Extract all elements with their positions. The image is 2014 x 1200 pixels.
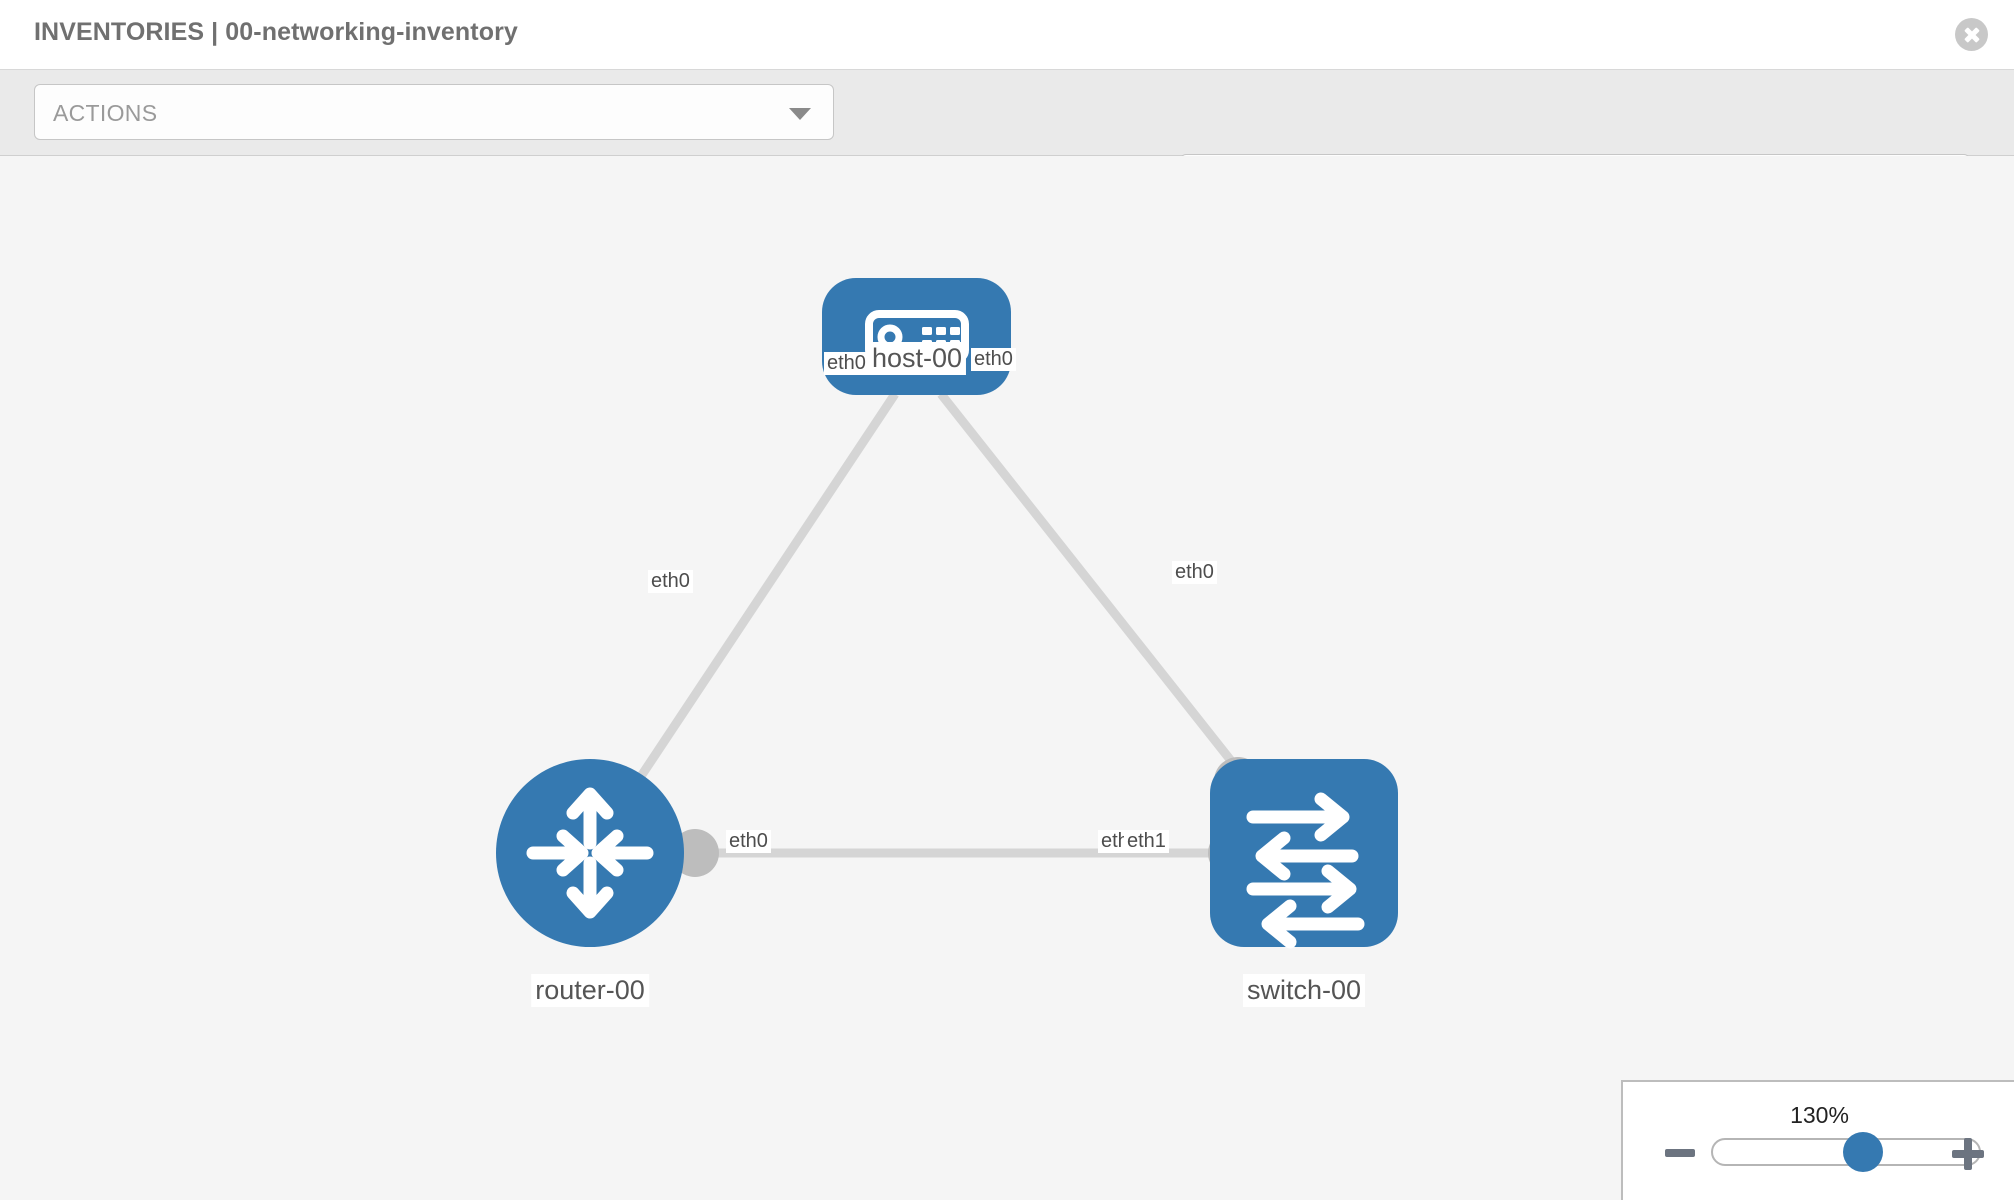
node-switch-00 [1210, 759, 1398, 949]
iface-label-switch00-eth1-left: eth1 [1124, 830, 1169, 853]
node-label-switch-00: switch-00 [1242, 974, 1366, 1007]
iface-label-switch00-eth0-up: eth0 [1172, 561, 1217, 584]
router-icon [526, 787, 654, 919]
node-host-00 [822, 278, 1011, 395]
node-label-host-00: host-00 [867, 342, 967, 375]
close-icon[interactable] [1955, 18, 1988, 51]
minus-icon [1665, 1149, 1695, 1157]
plus-icon [1964, 1138, 1972, 1170]
topology-links [586, 391, 1308, 858]
toolbar: ACTIONS SEARCH [0, 70, 2014, 210]
topology-canvas[interactable]: eth0 eth0 eth0 eth0 eth0 eth0 eth1 host-… [0, 156, 2014, 1200]
zoom-slider-thumb[interactable] [1843, 1132, 1883, 1172]
node-router-00 [496, 759, 684, 947]
zoom-level-label: 130% [1790, 1102, 1849, 1128]
zoom-in-button[interactable] [1952, 1138, 1984, 1170]
zoom-out-button[interactable] [1665, 1138, 1695, 1168]
page-header: INVENTORIES | 00-networking-inventory [0, 0, 2014, 70]
iface-label-host00-eth0-left: eth0 [824, 352, 869, 375]
actions-dropdown-label: ACTIONS [53, 100, 158, 126]
topology-graph [496, 278, 1398, 949]
chevron-down-icon [789, 108, 811, 120]
node-label-router-00: router-00 [531, 974, 649, 1007]
iface-label-host00-eth0-right: eth0 [971, 348, 1016, 371]
actions-dropdown[interactable]: ACTIONS [34, 84, 834, 140]
iface-label-router00-eth0-right: eth0 [726, 830, 771, 853]
page-title: INVENTORIES | 00-networking-inventory [34, 18, 518, 46]
zoom-control-panel: 130% [1621, 1080, 2014, 1200]
switch-icon [1246, 792, 1365, 949]
iface-label-router00-eth0-up: eth0 [648, 570, 693, 593]
